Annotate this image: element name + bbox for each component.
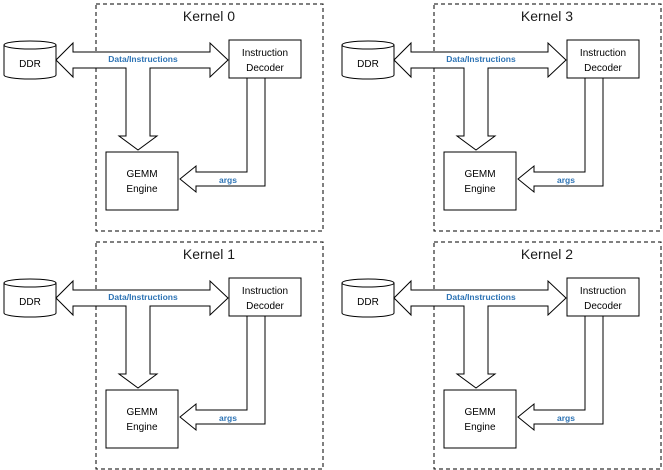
ddr-cylinder-body <box>341 44 395 80</box>
kernel-frame <box>433 241 662 470</box>
ddr-cylinder-body <box>3 44 57 80</box>
args-arrow <box>517 77 604 194</box>
instruction-decoder-label-line2: Decoder <box>246 63 284 74</box>
args-arrow <box>517 315 604 432</box>
instruction-decoder-label-line1: Instruction <box>242 48 288 59</box>
data-instructions-arrow <box>55 279 229 389</box>
data-instructions-arrow <box>393 279 567 389</box>
instruction-decoder-label-line1: Instruction <box>242 286 288 297</box>
gemm-engine-label-line2: Engine <box>126 422 158 433</box>
ddr-cylinder-top <box>3 40 57 50</box>
data-instructions-label: Data/Instructions <box>108 292 178 302</box>
kernel-title: Kernel 2 <box>521 246 573 262</box>
gemm-engine-label-line1: GEMM <box>126 407 157 418</box>
kernel-title: Kernel 3 <box>521 8 573 24</box>
kernel-frame <box>433 3 662 232</box>
ddr-label: DDR <box>19 297 41 308</box>
instruction-decoder-label-line1: Instruction <box>580 286 626 297</box>
gemm-engine-label-line2: Engine <box>126 184 158 195</box>
ddr-label: DDR <box>19 59 41 70</box>
args-label: args <box>557 175 575 185</box>
instruction-decoder-box <box>228 39 302 79</box>
ddr-label: DDR <box>357 297 379 308</box>
gemm-engine-box <box>443 389 517 449</box>
kernel-group: Kernel 3 DDR Data/Instructions InstructionD… <box>341 3 662 232</box>
instruction-decoder-box <box>566 277 640 317</box>
data-instructions-label: Data/Instructions <box>446 292 516 302</box>
gemm-engine-label-line1: GEMM <box>464 169 495 180</box>
args-label: args <box>219 413 237 423</box>
gemm-engine-box <box>443 151 517 211</box>
gemm-engine-label-line1: GEMM <box>126 169 157 180</box>
gemm-engine-label-line2: Engine <box>464 422 496 433</box>
instruction-decoder-box <box>228 277 302 317</box>
data-instructions-arrow <box>393 41 567 151</box>
gemm-engine-box <box>105 389 179 449</box>
ddr-label: DDR <box>357 59 379 70</box>
data-instructions-arrow <box>55 41 229 151</box>
ddr-cylinder-top <box>341 278 395 288</box>
kernel-group: Kernel 2 DDR Data/Instructions InstructionD… <box>341 241 662 470</box>
ddr-cylinder-top <box>3 278 57 288</box>
instruction-decoder-label-line2: Decoder <box>246 301 284 312</box>
args-label: args <box>557 413 575 423</box>
ddr-cylinder-body <box>341 282 395 318</box>
gemm-engine-label-line2: Engine <box>464 184 496 195</box>
data-instructions-label: Data/Instructions <box>446 54 516 64</box>
data-instructions-label: Data/Instructions <box>108 54 178 64</box>
kernel-title: Kernel 0 <box>183 8 235 24</box>
kernel-title: Kernel 1 <box>183 246 235 262</box>
args-arrow <box>179 315 266 432</box>
gemm-engine-label-line1: GEMM <box>464 407 495 418</box>
instruction-decoder-label-line2: Decoder <box>584 63 622 74</box>
ddr-cylinder-top <box>341 40 395 50</box>
instruction-decoder-label-line2: Decoder <box>584 301 622 312</box>
kernel-group: Kernel 1 DDR Data/Instructions InstructionD… <box>3 241 324 470</box>
instruction-decoder-label-line1: Instruction <box>580 48 626 59</box>
kernel-frame <box>95 3 324 232</box>
kernel-group: Kernel 0 DDR Data/Instructions InstructionD… <box>3 3 324 232</box>
args-arrow <box>179 77 266 194</box>
instruction-decoder-box <box>566 39 640 79</box>
ddr-cylinder-body <box>3 282 57 318</box>
kernel-frame <box>95 241 324 470</box>
args-label: args <box>219 175 237 185</box>
gemm-engine-box <box>105 151 179 211</box>
